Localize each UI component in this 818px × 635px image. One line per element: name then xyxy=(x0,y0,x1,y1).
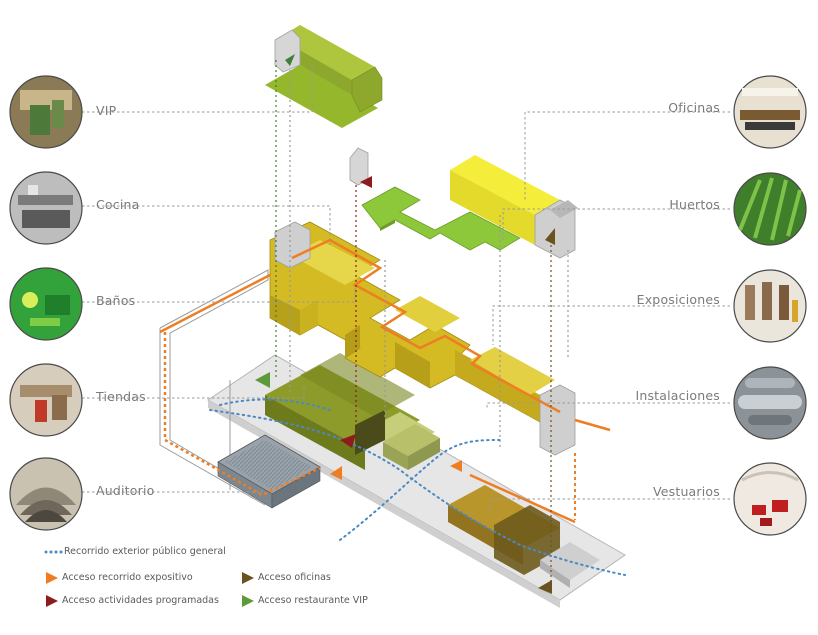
photo-exposiciones xyxy=(733,269,807,343)
legend-symbols xyxy=(44,550,254,607)
vip-block xyxy=(265,25,383,128)
vertical-connectors xyxy=(275,60,569,588)
label-auditorio: Auditorio xyxy=(96,483,155,498)
recorrido-exterior xyxy=(209,398,626,576)
legend-oficinas: Acceso oficinas xyxy=(258,572,331,583)
label-instalaciones: Instalaciones xyxy=(635,388,720,403)
recorrido-expositivo-path xyxy=(291,238,561,414)
legend-vip-symbol xyxy=(242,595,254,607)
legend-actividades-symbol xyxy=(46,595,58,607)
legend-actividades: Acceso actividades programadas xyxy=(62,595,219,606)
label-vestuarios: Vestuarios xyxy=(652,484,720,499)
label-cocina: Cocina xyxy=(96,197,140,212)
photo-auditorio xyxy=(9,457,83,531)
photo-oficinas xyxy=(733,75,807,149)
label-oficinas: Oficinas xyxy=(668,100,720,115)
expositivo-access-arrow xyxy=(330,466,342,480)
photo-vip xyxy=(9,75,83,149)
legend-expositivo: Acceso recorrido expositivo xyxy=(62,572,193,583)
actividades-access-arrow xyxy=(360,176,372,188)
label-exposiciones: Exposiciones xyxy=(636,292,720,307)
vestuarios-block xyxy=(448,485,600,588)
label-tiendas: Tiendas xyxy=(96,389,146,404)
label-banos: Baños xyxy=(96,293,136,308)
legend-oficinas-symbol xyxy=(242,572,254,584)
legend-expositivo-symbol xyxy=(46,572,58,584)
tiendas-block xyxy=(265,353,440,470)
photo-cocina xyxy=(9,171,83,245)
oficinas-access-arrow xyxy=(545,228,555,245)
oficinas-block xyxy=(450,155,578,259)
vip-access-arrow xyxy=(255,372,270,388)
legend-exterior-symbol xyxy=(44,550,63,554)
leader-lines xyxy=(82,62,730,515)
access-arrows xyxy=(255,54,555,594)
legend-exterior: Recorrido exterior público general xyxy=(64,546,226,557)
photo-tiendas xyxy=(9,363,83,437)
photo-instalaciones xyxy=(733,366,807,440)
legend-vip: Acceso restaurante VIP xyxy=(258,595,368,606)
label-vip: VIP xyxy=(96,103,117,118)
photo-vestuarios xyxy=(733,462,807,536)
label-huertos: Huertos xyxy=(669,197,720,212)
photo-huertos xyxy=(733,172,807,246)
photo-banos xyxy=(9,267,83,341)
